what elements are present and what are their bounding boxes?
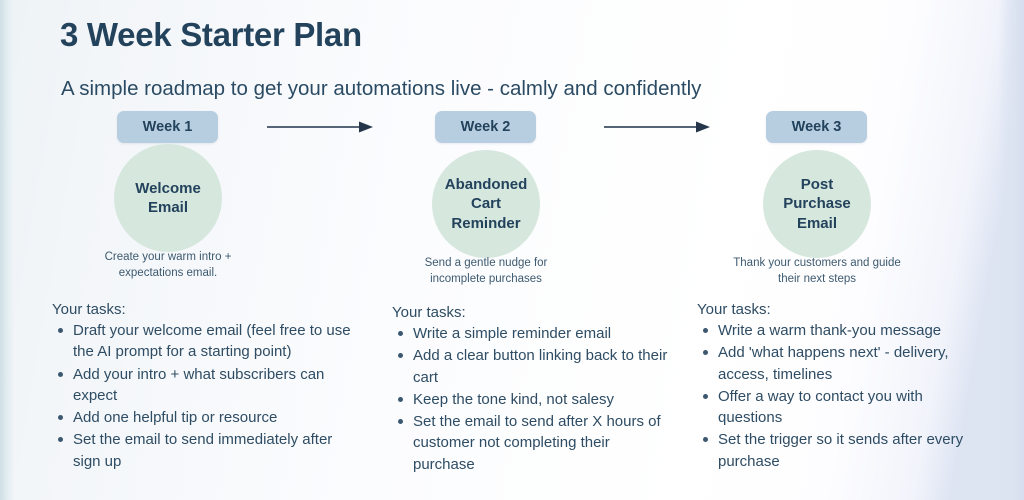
step-caption-3-line-1: Thank your customers and guide [733, 257, 901, 269]
task-item[interactable]: Offer a way to contact you with question… [697, 386, 987, 429]
page-subtitle: A simple roadmap to get your automations… [61, 77, 702, 100]
step-circle-1-label: Welcome Email [119, 179, 217, 217]
week-badge-1[interactable]: Week 1 [117, 111, 218, 143]
arrow-week2-to-week3 [604, 117, 712, 137]
step-circle-3-line-1: Post [800, 176, 834, 194]
step-circle-1-line-1: Welcome [135, 179, 201, 197]
tasks-list-1: Draft your welcome email (feel free to u… [52, 320, 357, 472]
step-circle-3-label: Post Purchase Email [767, 175, 867, 232]
tasks-column-2: Your tasks: Write a simple reminder emai… [392, 304, 672, 476]
step-caption-2-line-2: incomplete purchases [430, 272, 542, 285]
task-item[interactable]: Keep the tone kind, not salesy [392, 389, 672, 410]
step-caption-1: Create your warm intro + expectations em… [78, 250, 258, 282]
task-item[interactable]: Add your intro + what subscribers can ex… [52, 364, 357, 407]
task-item[interactable]: Add one helpful tip or resource [52, 407, 357, 428]
arrow-week1-to-week2 [267, 117, 375, 137]
step-circle-3-line-2: Purchase [783, 195, 851, 213]
step-caption-1-line-1: Create your warm intro + [104, 251, 232, 263]
step-caption-2: Send a gentle nudge for incomplete purch… [396, 256, 576, 288]
step-circle-2-label: Abandoned Cart Reminder [429, 175, 544, 232]
task-item[interactable]: Set the email to send after X hours of c… [392, 411, 672, 475]
page-title: 3 Week Starter Plan [60, 16, 362, 53]
step-caption-1-line-2: expectations email. [118, 266, 218, 279]
timeline-row: Week 1 Welcome Email Create your warm in… [78, 111, 927, 288]
tasks-heading-2: Your tasks: [392, 304, 466, 321]
tasks-list-3: Write a warm thank-you message Add 'what… [697, 320, 987, 472]
week-badge-1-label: Week 1 [142, 119, 193, 135]
task-item[interactable]: Set the email to send immediately after … [52, 429, 357, 472]
task-item[interactable]: Set the trigger so it sends after every … [697, 429, 987, 472]
tasks-list-2: Write a simple reminder email Add a clea… [392, 323, 672, 475]
step-circle-3-line-3: Email [796, 214, 837, 232]
step-circle-3[interactable]: Post Purchase Email [763, 150, 871, 258]
task-item[interactable]: Write a warm thank-you message [697, 320, 987, 341]
tasks-column-3: Your tasks: Write a warm thank-you messa… [697, 301, 987, 473]
week-badge-2[interactable]: Week 2 [435, 111, 536, 143]
tasks-column-1: Your tasks: Draft your welcome email (fe… [52, 301, 357, 473]
step-circle-2-line-2: Cart [470, 195, 501, 213]
task-item[interactable]: Add 'what happens next' - delivery, acce… [697, 342, 987, 385]
step-circle-2-line-3: Reminder [451, 214, 521, 232]
step-caption-3: Thank your customers and guide their nex… [707, 256, 927, 288]
task-item[interactable]: Draft your welcome email (feel free to u… [52, 320, 357, 363]
tasks-heading-1: Your tasks: [52, 301, 126, 318]
task-item[interactable]: Write a simple reminder email [392, 323, 672, 344]
week-badge-3[interactable]: Week 3 [766, 111, 867, 143]
step-circle-2-line-1: Abandoned [444, 176, 528, 194]
week-badge-2-label: Week 2 [460, 119, 511, 135]
step-circle-2[interactable]: Abandoned Cart Reminder [432, 150, 540, 258]
step-caption-3-line-2: their next steps [778, 272, 856, 285]
step-circle-1-line-2: Email [147, 199, 189, 216]
step-circle-1[interactable]: Welcome Email [114, 144, 222, 252]
step-caption-2-line-1: Send a gentle nudge for [424, 257, 548, 269]
task-item[interactable]: Add a clear button linking back to their… [392, 345, 672, 388]
week-badge-3-label: Week 3 [791, 119, 842, 135]
tasks-heading-3: Your tasks: [697, 301, 771, 318]
